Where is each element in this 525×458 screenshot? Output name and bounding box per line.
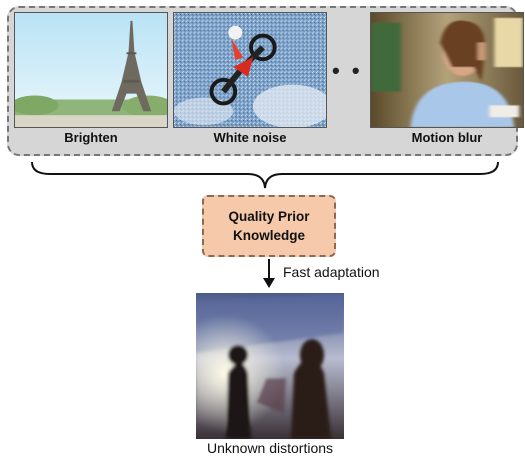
motion-blur-image — [370, 12, 524, 128]
unknown-distortions-caption: Unknown distortions — [206, 440, 334, 456]
knowledge-line-2: Knowledge — [232, 228, 305, 243]
unknown-distortion-image — [196, 293, 344, 439]
white-noise-image — [173, 12, 327, 128]
down-arrow-icon — [263, 259, 275, 288]
grouping-brace — [31, 161, 499, 189]
caption-brighten: Brighten — [64, 130, 118, 145]
quality-prior-knowledge-box: Quality Prior Knowledge — [202, 195, 336, 257]
caption-motion-blur: Motion blur — [411, 130, 483, 145]
caption-white-noise: White noise — [213, 130, 287, 145]
fast-adaptation-label: Fast adaptation — [283, 264, 380, 280]
knowledge-line-1: Quality Prior — [228, 209, 310, 224]
brighten-image — [14, 12, 168, 128]
